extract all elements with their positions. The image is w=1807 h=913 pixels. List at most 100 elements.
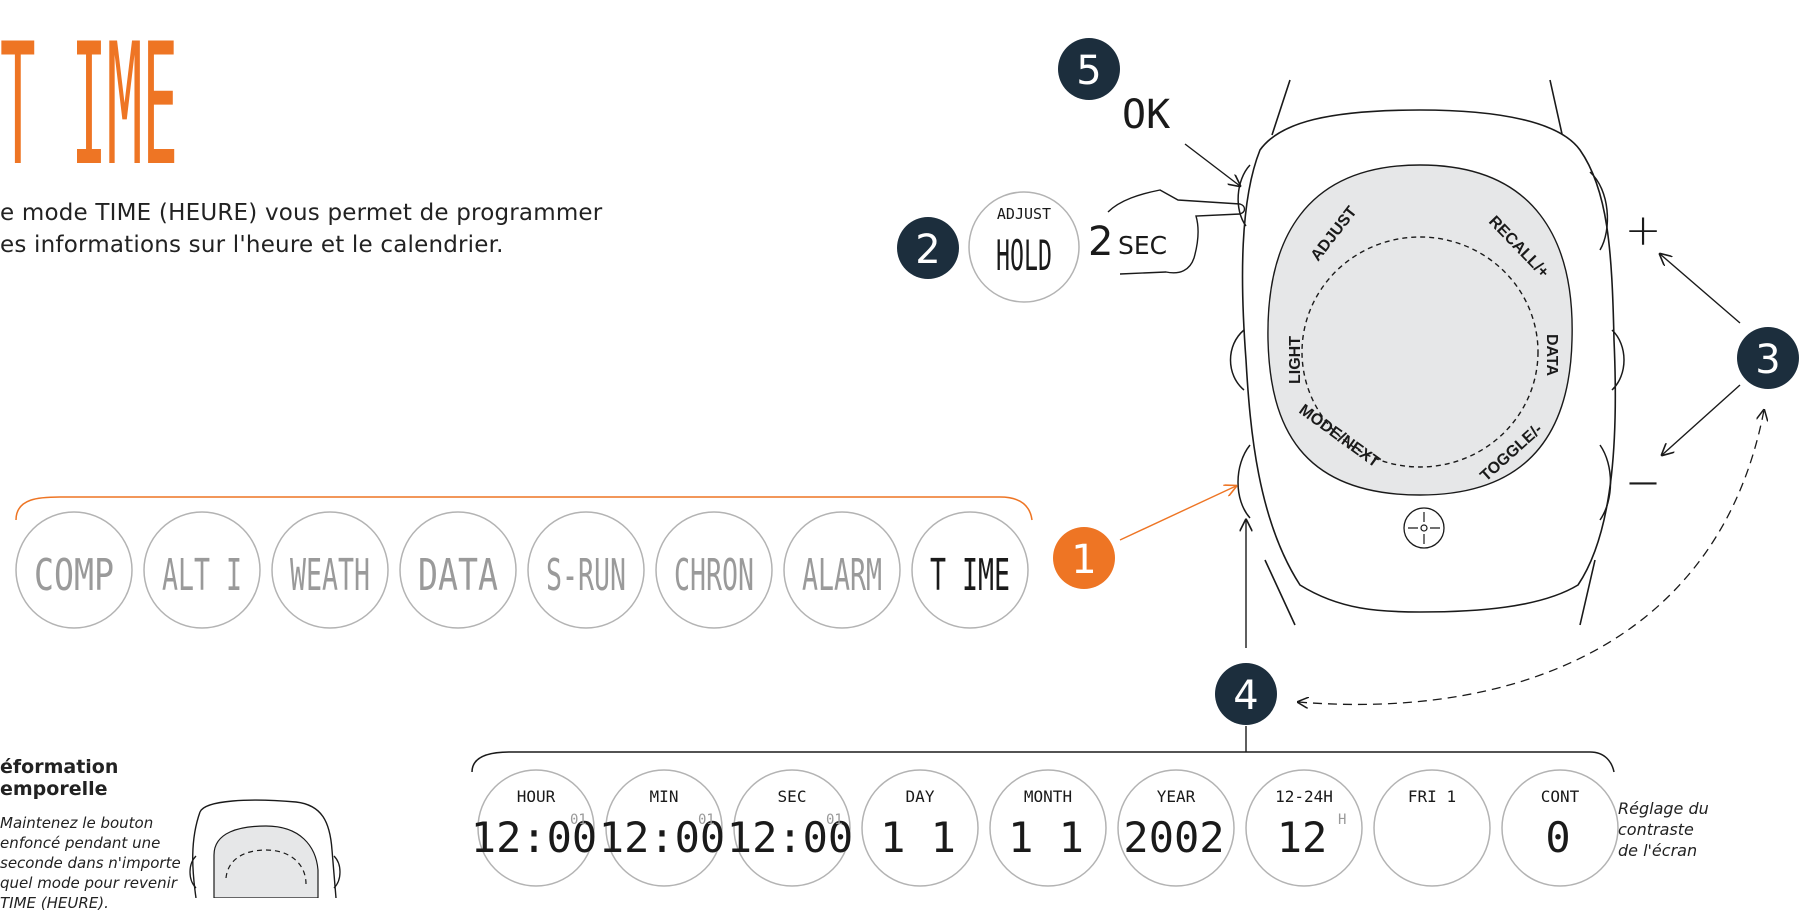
hold-duration-number: 2 xyxy=(1088,219,1113,265)
mode-circle xyxy=(911,511,1029,629)
label-light: LIGHT xyxy=(1287,336,1304,384)
setting-label: SEC xyxy=(778,787,807,806)
setting-value: 1 1 xyxy=(1008,813,1084,862)
intro-line-1: e mode TIME (HEURE) vous permet de progr… xyxy=(0,200,603,226)
setting-circle xyxy=(1117,769,1235,887)
side-text-line-5: TIME (HEURE). xyxy=(0,894,109,912)
side-text-line-2: enfoncé pendant une xyxy=(0,834,161,852)
compass-sensor-icon xyxy=(1403,507,1445,549)
pointing-hand-icon xyxy=(1107,189,1246,275)
setting-item: YEAR 2002 xyxy=(1117,769,1235,887)
callout-2-badge xyxy=(897,217,959,279)
setting-item: CONT 0 xyxy=(1501,769,1619,887)
mode-label: ALARM xyxy=(802,550,882,601)
setting-value: 12:00 xyxy=(471,813,597,862)
setting-circle xyxy=(989,769,1107,887)
mode-item: DATA xyxy=(399,511,517,629)
side-heading-line-1: éformation xyxy=(0,756,119,778)
mode-label: DATA xyxy=(418,550,498,601)
mode-item: ALT I xyxy=(143,511,261,629)
contrast-note-line-1: Réglage du xyxy=(1618,799,1709,818)
callout-3-badge xyxy=(1737,327,1799,389)
mode-circle xyxy=(271,511,389,629)
callout-3-number: 3 xyxy=(1755,337,1780,383)
plus-arrow xyxy=(1660,254,1741,324)
hold-top-label: ADJUST xyxy=(997,205,1051,223)
setting-value: 12 xyxy=(1277,813,1328,862)
button-mid-left[interactable] xyxy=(1229,329,1245,391)
button-upper-right[interactable] xyxy=(1589,171,1609,251)
setting-circle xyxy=(1373,769,1491,887)
side-text-line-3: seconde dans n'importe xyxy=(0,854,181,872)
setting-label: HOUR xyxy=(517,787,556,806)
small-watch-illustration xyxy=(189,799,341,898)
mode-circle xyxy=(399,511,517,629)
mode-circle xyxy=(783,511,901,629)
setting-circle xyxy=(861,769,979,887)
modes-bracket xyxy=(15,496,1033,521)
side-text-line-4: quel mode pour revenir xyxy=(0,874,177,892)
intro-text: e mode TIME (HEURE) vous permet de progr… xyxy=(0,197,602,261)
mode-item: T IME xyxy=(911,511,1029,629)
setting-suffix: 01 xyxy=(698,812,715,828)
callout-1-number: 1 xyxy=(1071,537,1096,583)
mode-label: WEATH xyxy=(290,550,370,601)
callout-1-badge xyxy=(1053,527,1115,589)
mode-title: T IME xyxy=(0,7,178,203)
setting-label: MONTH xyxy=(1024,787,1072,806)
mode-row: COMP ALT I WEATH DATA S-RUN CHRON ALARM T IME xyxy=(15,511,1029,629)
callout-2-number: 2 xyxy=(915,227,940,273)
mode-label: CHRON xyxy=(674,550,754,601)
contrast-note-line-3: de l'écran xyxy=(1618,841,1698,860)
contrast-note: Réglage du contraste de l'écran xyxy=(1618,798,1709,861)
setting-circle xyxy=(1245,769,1363,887)
ok-arrow xyxy=(1184,143,1240,186)
mode-circle xyxy=(655,511,773,629)
setting-circle xyxy=(1501,769,1619,887)
label-data: DATA xyxy=(1543,334,1560,377)
intro-line-2: es informations sur l'heure et le calend… xyxy=(0,232,504,258)
callout-5-number: 5 xyxy=(1076,48,1101,94)
mode-circle xyxy=(527,511,645,629)
mode-label: COMP xyxy=(34,550,114,601)
contrast-note-line-2: contraste xyxy=(1618,820,1694,839)
setting-suffix: 01 xyxy=(570,812,587,828)
setting-label: 12-24H xyxy=(1275,787,1333,806)
plus-sign: + xyxy=(1625,205,1662,256)
hold-duration-unit: SEC xyxy=(1118,231,1167,260)
mode-item: CHRON xyxy=(655,511,773,629)
setting-label: MIN xyxy=(650,787,679,806)
mode-label: S-RUN xyxy=(546,550,626,601)
setting-label: CONT xyxy=(1541,787,1580,806)
mode-item: ALARM xyxy=(783,511,901,629)
mode-label: T IME xyxy=(930,550,1010,601)
setting-label: FRI 1 xyxy=(1408,787,1456,806)
setting-label: YEAR xyxy=(1157,787,1196,806)
mode-item: S-RUN xyxy=(527,511,645,629)
setting-circle xyxy=(733,769,851,887)
setting-label: DAY xyxy=(906,787,935,806)
hold-main-label: HOLD xyxy=(996,231,1052,280)
settings-bracket xyxy=(471,751,1615,773)
setting-value: 0 xyxy=(1545,813,1570,862)
setting-circle xyxy=(477,769,595,887)
mode-item: WEATH xyxy=(271,511,389,629)
minus-sign: — xyxy=(1628,465,1658,500)
button-upper-left[interactable] xyxy=(1237,164,1251,227)
setting-value: 2002 xyxy=(1123,813,1224,862)
side-description: Maintenez le bouton enfoncé pendant une … xyxy=(0,813,181,913)
button-mid-right[interactable] xyxy=(1611,329,1625,391)
mode-item: COMP xyxy=(15,511,133,629)
side-heading-line-2: emporelle xyxy=(0,778,108,800)
button-lower-left[interactable] xyxy=(1237,444,1251,519)
setting-item: 12-24H 12 H xyxy=(1245,769,1363,887)
callout-5-badge xyxy=(1058,38,1120,100)
hold-display xyxy=(968,191,1080,303)
setting-suffix: H xyxy=(1338,812,1346,828)
